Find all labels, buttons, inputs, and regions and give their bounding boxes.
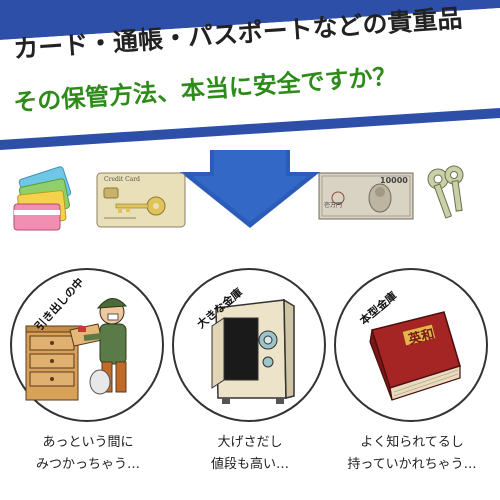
scenario-large-safe: 大きな金庫 xyxy=(172,268,326,422)
credit-card-label: Credit Card xyxy=(104,176,140,183)
caption-line: よく知られてるし xyxy=(360,435,464,450)
caption-line: 大げさだし xyxy=(217,435,283,450)
book-safe-illustration xyxy=(369,311,461,401)
caption-line: あっという間に xyxy=(42,435,134,450)
banknote-yen-text: 壱万円 xyxy=(324,202,343,209)
banner-white-panel xyxy=(0,8,500,140)
safe-illustration xyxy=(211,298,295,404)
caption-line: みつかっちゃう… xyxy=(35,457,140,472)
credit-card-icon xyxy=(96,172,186,228)
caption-large-safe: 大げさだし 値段も高い… xyxy=(170,432,330,476)
scenario-book-safe: 英和 本型金庫 xyxy=(334,268,488,422)
scenario-drawer: 引き出しの中 xyxy=(10,268,164,422)
caption-book-safe: よく知られてるし 持っていかれちゃう… xyxy=(332,432,492,476)
drawer-thief-illustration xyxy=(25,298,128,401)
banknote-icon xyxy=(318,172,414,220)
banknote-number: 10000 xyxy=(380,176,408,185)
keys-icon xyxy=(427,165,464,219)
banner-bottom-stripe xyxy=(0,108,500,150)
banner-blue-stripe xyxy=(0,0,500,40)
down-arrow-icon xyxy=(180,150,320,228)
caption-line: 持っていかれちゃう… xyxy=(347,457,477,472)
caption-line: 値段も高い… xyxy=(210,457,289,472)
card-stack-icon xyxy=(13,166,72,231)
caption-drawer: あっという間に みつかっちゃう… xyxy=(8,432,168,476)
banner xyxy=(0,0,500,150)
